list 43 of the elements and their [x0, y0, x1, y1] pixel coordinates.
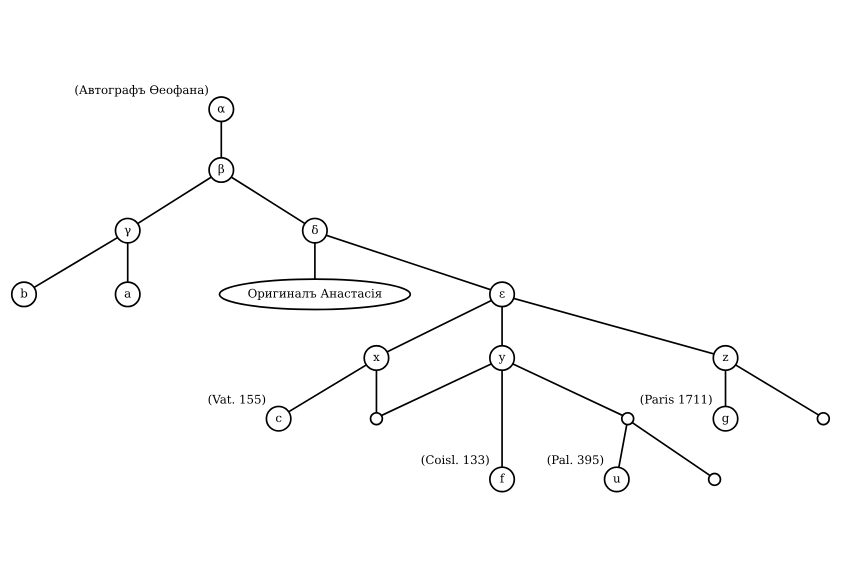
connector	[386, 300, 492, 353]
connector	[514, 298, 714, 355]
node-circle: f	[489, 466, 516, 492]
connector	[376, 370, 378, 413]
connector	[137, 176, 212, 224]
connector	[126, 243, 129, 282]
node-circle: u	[604, 466, 630, 492]
connector	[632, 422, 711, 476]
node-circle: g	[712, 406, 739, 432]
node-label: (Автографъ Ѳеофана)	[74, 82, 209, 97]
connector	[724, 370, 726, 406]
node-circle: ε	[489, 281, 516, 308]
connector	[381, 363, 492, 416]
node-circle: c	[266, 406, 292, 432]
node-circle: x	[363, 344, 390, 372]
connector	[501, 370, 503, 467]
node-circle	[620, 412, 634, 426]
connector	[230, 176, 306, 224]
connector	[326, 234, 491, 290]
connector	[220, 122, 222, 158]
node-circle: γ	[114, 218, 141, 244]
connector	[314, 243, 316, 280]
node-circle: a	[114, 281, 141, 308]
node-label: (Pal. 395)	[546, 452, 604, 467]
node-label: (Coisl. 133)	[420, 452, 490, 467]
node-circle	[370, 412, 384, 426]
node-circle: b	[10, 281, 38, 308]
connector	[618, 424, 628, 468]
node-circle	[816, 412, 830, 426]
connector	[512, 363, 623, 416]
node-circle: z	[712, 344, 739, 372]
connector	[288, 364, 367, 412]
node-label: (Paris 1711)	[640, 392, 713, 406]
connector	[735, 364, 819, 416]
connector	[34, 236, 118, 288]
node-circle	[708, 472, 722, 486]
node-circle: δ	[302, 218, 328, 244]
node-circle: α	[208, 96, 234, 122]
node-label: (Vat. 155)	[208, 392, 266, 406]
node-ellipse: Оригиналъ Анастасія	[218, 278, 412, 310]
node-circle: y	[489, 344, 516, 372]
node-circle: β	[208, 156, 234, 184]
connector	[501, 306, 503, 346]
